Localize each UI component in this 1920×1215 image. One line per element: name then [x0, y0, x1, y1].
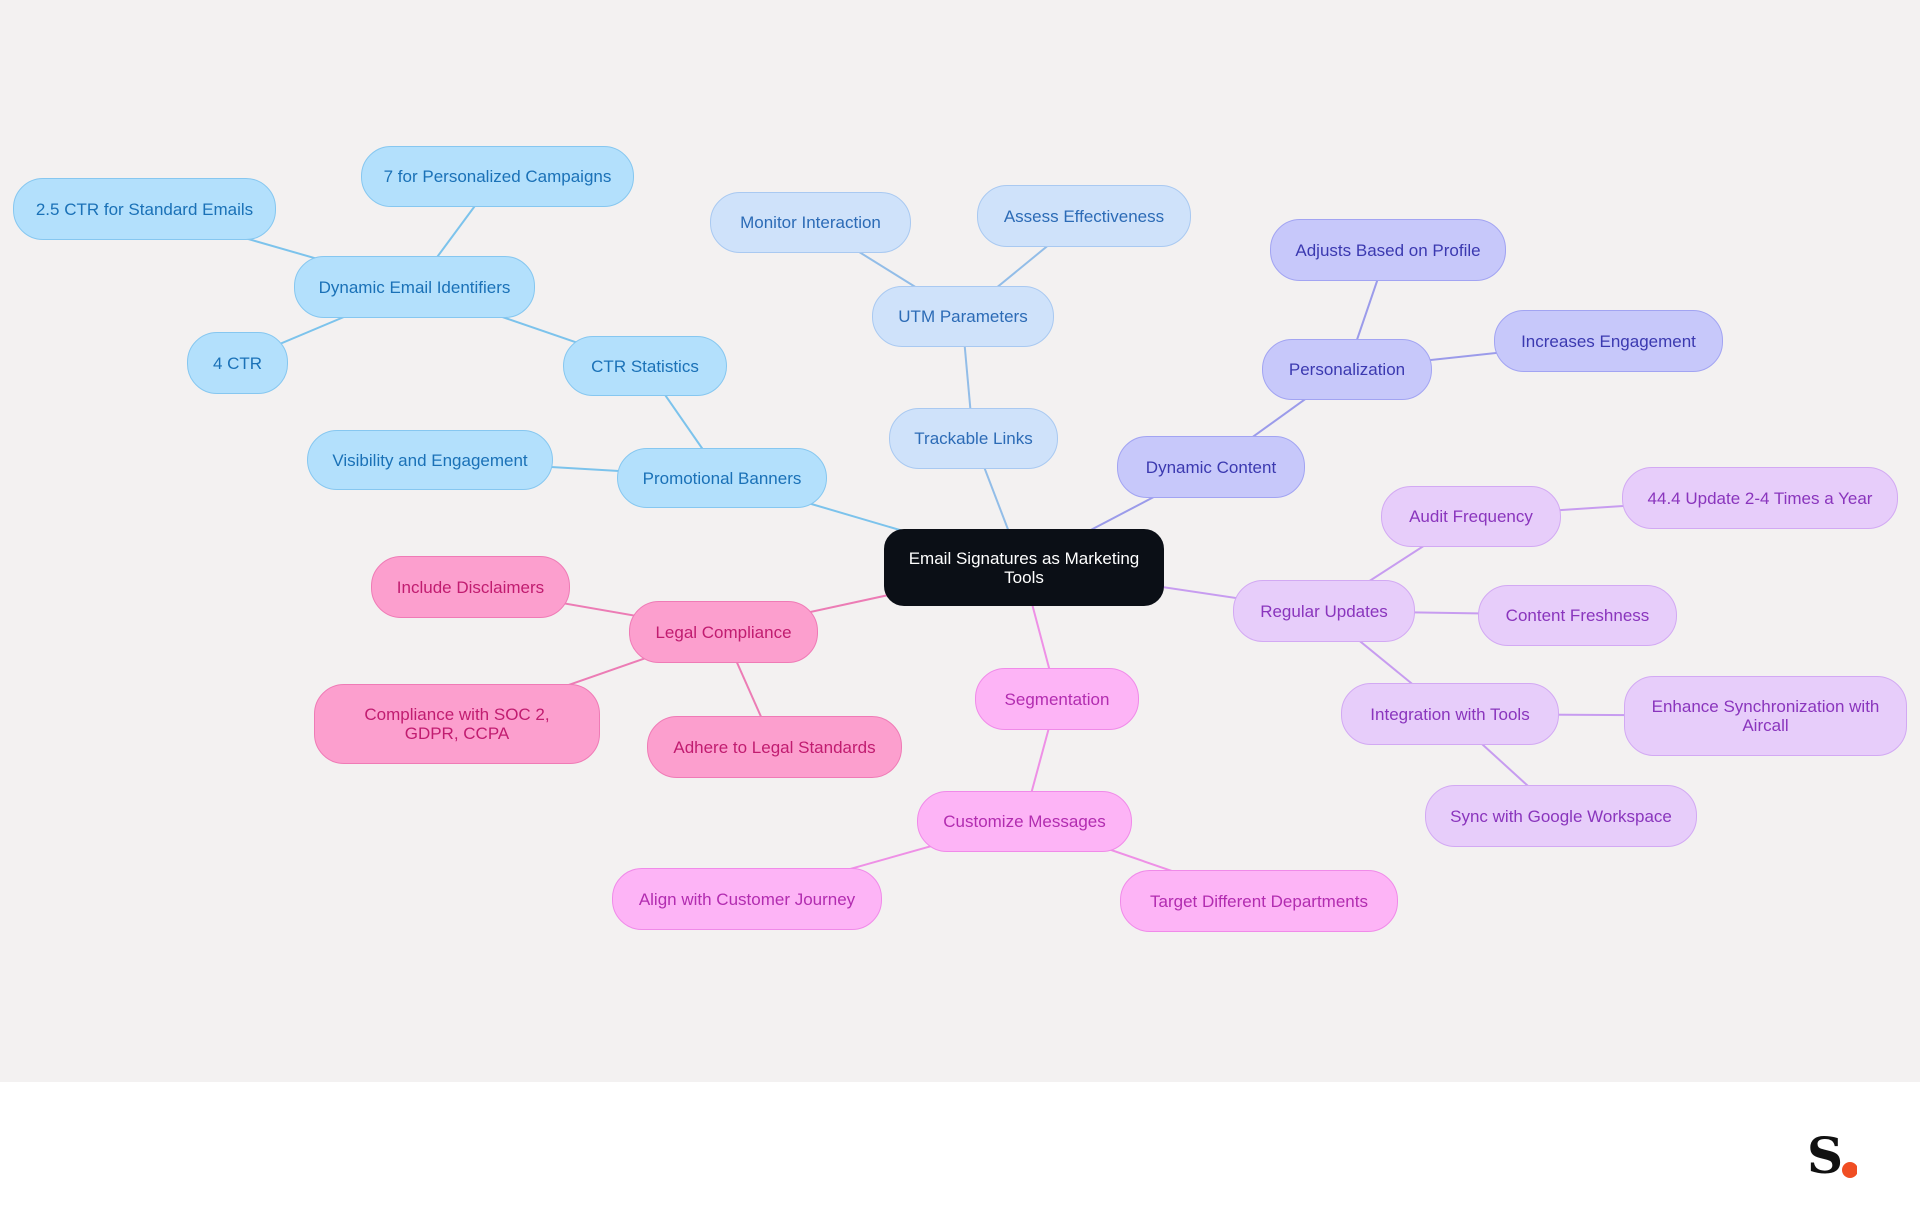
node-integration-tools: Integration with Tools [1341, 683, 1559, 745]
node-segmentation: Segmentation [975, 668, 1139, 730]
node-monitor-interaction: Monitor Interaction [710, 192, 911, 253]
node-target-departments: Target Different Departments [1120, 870, 1398, 932]
node-align-journey: Align with Customer Journey [612, 868, 882, 930]
logo-dot [1842, 1162, 1857, 1178]
node-compliance-soc: Compliance with SOC 2, GDPR, CCPA [314, 684, 600, 764]
svg-text:S: S [1807, 1133, 1843, 1181]
node-increases-engagement: Increases Engagement [1494, 310, 1723, 372]
node-dynamic-email-identifiers: Dynamic Email Identifiers [294, 256, 535, 318]
node-trackable-links: Trackable Links [889, 408, 1058, 469]
node-legal-compliance: Legal Compliance [629, 601, 818, 663]
node-include-disclaimers: Include Disclaimers [371, 556, 570, 618]
node-personalization: Personalization [1262, 339, 1432, 400]
node-assess-effectiveness: Assess Effectiveness [977, 185, 1191, 247]
node-dynamic-content: Dynamic Content [1117, 436, 1305, 498]
brand-logo: S [1807, 1133, 1857, 1181]
node-enhance-sync: Enhance Synchronization with Aircall [1624, 676, 1907, 756]
node-adhere-standards: Adhere to Legal Standards [647, 716, 902, 778]
node-customize-messages: Customize Messages [917, 791, 1132, 852]
node-update-times: 44.4 Update 2-4 Times a Year [1622, 467, 1898, 529]
node-4-ctr: 4 CTR [187, 332, 288, 394]
node-personalized-campaigns: 7 for Personalized Campaigns [361, 146, 634, 207]
node-ctr-statistics: CTR Statistics [563, 336, 727, 396]
node-utm-parameters: UTM Parameters [872, 286, 1054, 347]
node-visibility-engagement: Visibility and Engagement [307, 430, 553, 490]
node-audit-frequency: Audit Frequency [1381, 486, 1561, 547]
node-standard-emails: 2.5 CTR for Standard Emails [13, 178, 276, 240]
node-adjusts-profile: Adjusts Based on Profile [1270, 219, 1506, 281]
node-regular-updates: Regular Updates [1233, 580, 1415, 642]
mindmap-canvas: Email Signatures as Marketing Tools Prom… [0, 0, 1920, 1082]
node-promotional-banners: Promotional Banners [617, 448, 827, 508]
node-content-freshness: Content Freshness [1478, 585, 1677, 646]
root-node: Email Signatures as Marketing Tools [884, 529, 1164, 606]
node-sync-google: Sync with Google Workspace [1425, 785, 1697, 847]
